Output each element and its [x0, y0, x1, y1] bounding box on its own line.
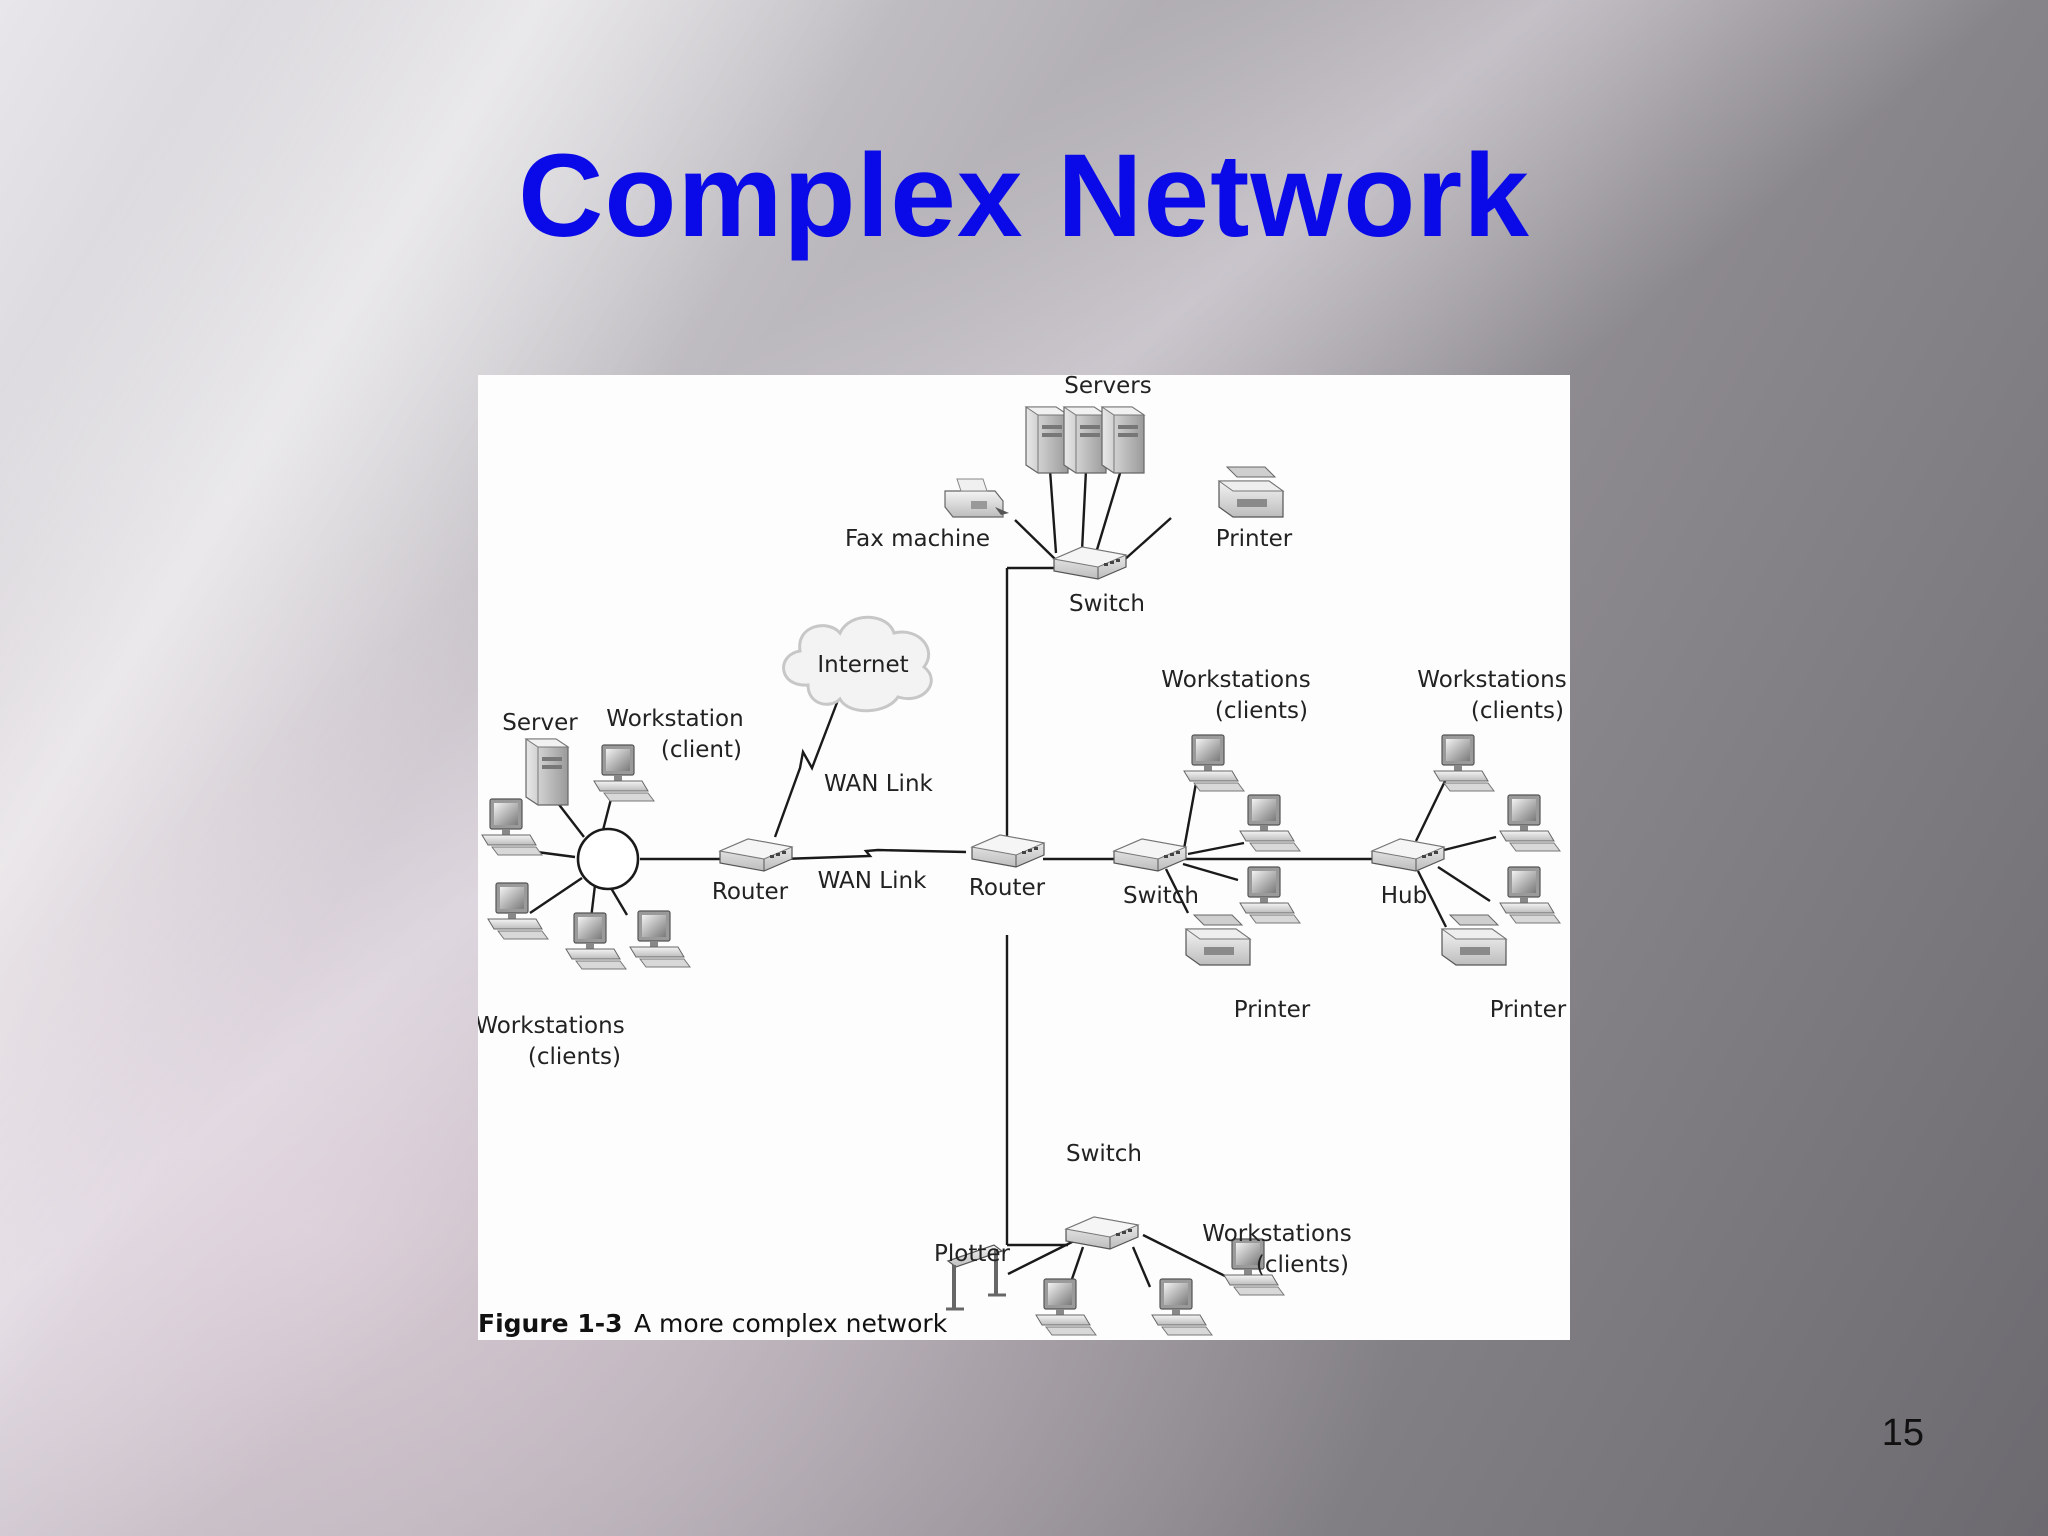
printer-icon [1441, 914, 1507, 966]
workstation-icon [1239, 794, 1301, 852]
printer-mid-label: Printer [1234, 997, 1311, 1023]
internet-label: Internet [817, 652, 908, 678]
ring-hub [576, 827, 640, 891]
printer-right-label: Printer [1490, 997, 1567, 1023]
internet-cloud-icon [782, 615, 933, 713]
hub-icon [1371, 838, 1445, 872]
switch-icon [1065, 1216, 1139, 1250]
servers-label: Servers [1064, 375, 1151, 399]
plotter-label: Plotter [934, 1241, 1011, 1267]
workstation-icon [481, 798, 543, 856]
printer-icon [1218, 466, 1284, 518]
printer-icon [1185, 914, 1251, 966]
wan-link-mid-label: WAN Link [818, 868, 928, 894]
workstation-icon [1239, 866, 1301, 924]
figure-caption-text: A more complex network [634, 1309, 948, 1338]
network-diagram: Servers Fax machine Printer Switch Inter… [478, 375, 1567, 1338]
workstation-client-label: Workstation [606, 706, 743, 732]
workstation-icon [1151, 1278, 1213, 1336]
workstation-icon [1035, 1278, 1097, 1336]
router-icon [719, 838, 793, 872]
ws-mid-sublabel: (clients) [1215, 698, 1308, 724]
wan-link-up-label: WAN Link [824, 771, 934, 797]
switch-icon [1053, 546, 1127, 580]
ws-mid-label: Workstations [1161, 667, 1310, 693]
router-icon [971, 834, 1045, 868]
switch-icon [1113, 838, 1187, 872]
ws-right-label: Workstations [1417, 667, 1566, 693]
workstation-icon [487, 882, 549, 940]
router-center-label: Router [969, 875, 1046, 901]
ws-bottom-label: Workstations [1202, 1221, 1351, 1247]
ws-right-sublabel: (clients) [1471, 698, 1564, 724]
printer-top-label: Printer [1216, 526, 1293, 552]
workstation-icon [629, 910, 691, 968]
server-icon [525, 738, 569, 806]
figure-caption-number: Figure 1-3 [478, 1309, 623, 1338]
switch-bottom-label: Switch [1066, 1141, 1142, 1167]
workstation-icon [565, 912, 627, 970]
ws-left-sublabel: (clients) [528, 1044, 621, 1070]
ws-left-label: Workstations [478, 1013, 625, 1039]
workstation-icon [1183, 734, 1245, 792]
workstation-client-sublabel: (client) [661, 737, 742, 763]
fax-machine-label: Fax machine [845, 526, 990, 552]
network-diagram-figure: Servers Fax machine Printer Switch Inter… [478, 375, 1570, 1340]
fax-machine-icon [944, 478, 1009, 518]
server-icon [1063, 406, 1107, 474]
server-icon [1025, 406, 1069, 474]
server-left-label: Server [502, 710, 578, 736]
connection-lines [513, 469, 1497, 1288]
slide-title: Complex Network [518, 130, 1530, 262]
page-number: 15 [1881, 1412, 1924, 1454]
router-left-label: Router [712, 879, 789, 905]
server-icon [1101, 406, 1145, 474]
workstation-icon [593, 744, 655, 802]
switch-top-label: Switch [1069, 591, 1145, 617]
workstation-icon [1499, 866, 1561, 924]
workstation-icon [1499, 794, 1561, 852]
ws-bottom-sublabel: (clients) [1256, 1252, 1349, 1278]
plotter-icon [946, 1244, 1006, 1311]
switch-mid-label: Switch [1123, 883, 1199, 909]
hub-label: Hub [1381, 883, 1427, 909]
